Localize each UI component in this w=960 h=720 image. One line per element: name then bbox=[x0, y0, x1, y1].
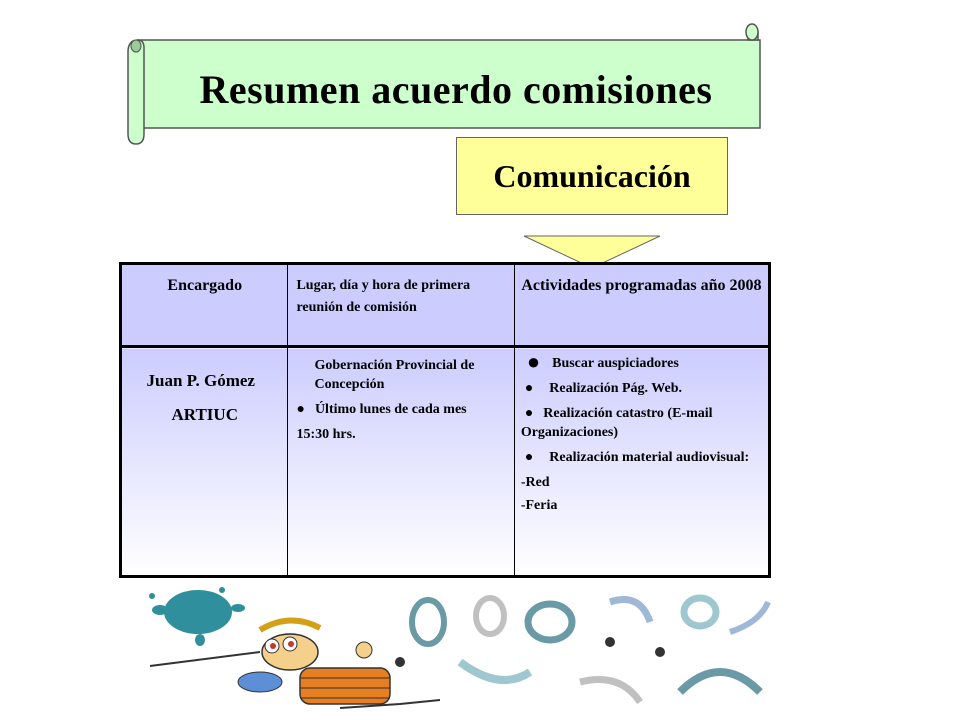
meeting-time: 15:30 hrs. bbox=[296, 427, 356, 442]
header-lugar: Lugar, día y hora de primera reunión de … bbox=[287, 263, 515, 348]
scroll-banner-shape bbox=[127, 23, 761, 145]
header-actividades: Actividades programadas año 2008 bbox=[513, 263, 771, 348]
ink-splash-icon bbox=[149, 587, 245, 646]
activity-item: ●Realización catastro (E-mail Organizaci… bbox=[520, 406, 713, 440]
encargado-name: Juan P. Gómez bbox=[146, 371, 255, 390]
commission-table: Encargado Lugar, día y hora de primera r… bbox=[119, 262, 771, 578]
bullet-icon: ● bbox=[524, 381, 534, 396]
bullet-icon: ● bbox=[526, 349, 541, 374]
meeting-day: Último lunes de cada mes bbox=[314, 402, 467, 417]
meeting-day-item: ● Último lunes de cada mes bbox=[296, 400, 505, 419]
commission-label: Comunicación bbox=[493, 157, 691, 194]
title-banner: Resumen acuerdo comisiones bbox=[126, 20, 766, 146]
decorative-clipart bbox=[149, 587, 771, 709]
bullet-icon: ● bbox=[524, 406, 534, 421]
down-arrow-icon bbox=[523, 235, 661, 269]
commission-label-box: Comunicación bbox=[456, 137, 728, 215]
sub-item: -Red bbox=[520, 475, 550, 490]
bullet-icon: ● bbox=[524, 450, 534, 465]
activity-item: ●Realización Pág. Web. bbox=[524, 381, 683, 396]
meeting-place: Gobernación Provincial de Concepción bbox=[314, 358, 475, 392]
page-title: Resumen acuerdo comisiones bbox=[199, 67, 713, 112]
table-row: Juan P. Gómez ARTIUC Gobernación Provinc… bbox=[119, 346, 771, 577]
sub-item: -Feria bbox=[520, 498, 558, 513]
activity-item: ●Buscar auspiciadores bbox=[526, 349, 679, 374]
cartoon-figure-icon bbox=[149, 617, 441, 709]
cell-encargado: Juan P. Gómez ARTIUC bbox=[119, 346, 289, 577]
cell-lugar: Gobernación Provincial de Concepción ● Úl… bbox=[287, 346, 515, 577]
activity-item: ●Realización material audiovisual: bbox=[524, 450, 750, 465]
header-encargado: Encargado bbox=[119, 263, 289, 348]
bullet-icon: ● bbox=[296, 402, 305, 417]
cell-actividades: ●Buscar auspiciadores ●Realización Pág. … bbox=[513, 346, 771, 577]
table-header-row: Encargado Lugar, día y hora de primera r… bbox=[119, 263, 771, 348]
floating-letters-icon bbox=[395, 594, 771, 705]
encargado-org: ARTIUC bbox=[171, 405, 238, 424]
